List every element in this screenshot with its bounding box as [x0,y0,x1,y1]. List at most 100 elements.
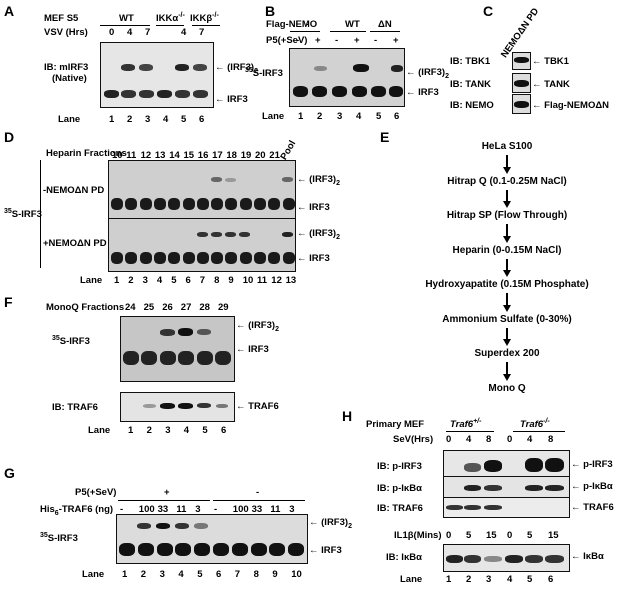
band-monomer [293,86,308,97]
time-label: 8 [486,434,492,445]
lane-number: 7 [234,569,241,580]
band-monomer [211,198,224,210]
lane-number: 3 [159,569,165,580]
lane-number: 6 [199,114,205,125]
label-irf3-dimer: ← (IRF3)2 [309,517,352,530]
band-dimer [282,177,293,182]
lane-number: 4 [163,114,169,125]
fraction-number: 11 [126,150,137,161]
label-irf3-dimer: ← (IRF3)2 [406,67,449,80]
monoq-fractions-label: MonoQ Fractions [46,302,125,313]
time-label: 8 [548,434,554,445]
autoradiograph-d-top [108,160,296,219]
fraction-number: 19 [240,150,252,161]
lane-number: 6 [394,111,400,122]
time-label: 0 [109,27,115,38]
band-dimer [197,232,208,237]
band-traf6 [216,404,228,408]
time-label: 7 [199,27,205,38]
lane-label: Lane [262,111,285,122]
band-dimer [353,64,369,72]
lane-number: 6 [185,275,191,286]
blot-tank [512,73,531,93]
band-dimer [156,523,170,529]
lane-number: 3 [337,111,343,122]
blot-label-mirf3: IB: mIRF3 [44,62,89,73]
time-label: 5 [527,530,533,541]
vsv-label: VSV (Hrs) [44,27,88,38]
group-underline [446,431,494,432]
fraction-number: 10 [112,150,123,161]
dose-label: - [214,504,218,515]
band-monomer [332,86,347,97]
lane-number: 6 [221,425,227,436]
band-monomer [268,252,281,264]
dose-label: 33 [157,504,169,515]
band-monomer [153,252,166,264]
band-monomer [282,252,295,264]
p5-sev-label: P5(+SeV) [266,35,308,46]
band-monomer [137,543,154,556]
lane-number: 10 [242,275,254,286]
western-blot-f-traf6 [120,392,235,422]
band-dimer [225,178,236,182]
lane-number: 11 [257,275,268,286]
time-label: 0 [507,530,513,541]
purification-step: Superdex 200 [474,348,540,359]
flow-arrow-head [503,339,511,346]
band-monomer [121,90,136,98]
purification-step: Mono Q [488,382,526,394]
lane-number: 13 [285,275,297,286]
band-p-irf3 [525,458,543,472]
flow-arrow-head [503,270,511,277]
side-label-35s-irf3: 35S-IRF3 [4,207,42,220]
band-p-ikba [545,485,564,491]
treat-label: + [354,35,360,46]
blot-label-row: IB: NEMO [450,100,494,111]
purification-step: Ammonium Sulfate (0-30%) [442,313,572,325]
band-dimer [175,523,189,529]
lane-number: 4 [178,569,184,580]
lane-label: Lane [80,275,103,286]
blot-label-35s-irf3: 35S-IRF3 [245,66,283,79]
panel-letter-g: G [4,465,15,481]
blot-tbk1 [512,52,531,70]
lane-number: 4 [356,111,362,122]
band-ikba [464,555,481,563]
band-monomer [193,90,208,98]
dose-label: 3 [289,504,295,515]
lane-number: 8 [253,569,259,580]
band-dimer [211,177,222,182]
blot-top-label: -NEMOΔN PD [43,185,105,196]
band-monomer [182,198,195,210]
band-monomer [312,86,327,97]
dose-label: 100 [232,504,249,515]
band-dimer [175,64,189,71]
lane-number: 3 [142,275,148,286]
treat-label: - [296,35,300,46]
time-label: 0 [446,434,452,445]
band-ikba [484,556,502,562]
band-dimer [193,64,207,71]
time-label: 4 [527,434,533,445]
lane-number: 5 [376,111,382,122]
label-irf3-monomer: ← IRF3 [406,87,439,98]
time-label: 7 [145,27,151,38]
panel-letter-d: D [4,129,15,145]
band-monomer [168,252,181,264]
group-label: ΔN [378,19,392,30]
pool-label: Pool [278,138,299,162]
label-irf3-monomer: ← IRF3 [297,202,330,213]
blot-label-ikba: IB: IκBα [386,552,422,563]
panel-letter-c: C [483,3,494,19]
dose-label: 11 [176,504,187,515]
time-label: 5 [466,530,472,541]
band-traf6 [484,505,502,510]
band-dimer [160,329,175,336]
band-ikba [505,555,523,563]
band-p-ikba [525,485,543,491]
blot-nemo [512,94,531,114]
group-ikkb-underline [192,25,220,26]
il1b-mins-label: IL1β(Mins) [394,530,442,541]
purification-step: Hitrap SP (Flow Through) [446,210,568,221]
